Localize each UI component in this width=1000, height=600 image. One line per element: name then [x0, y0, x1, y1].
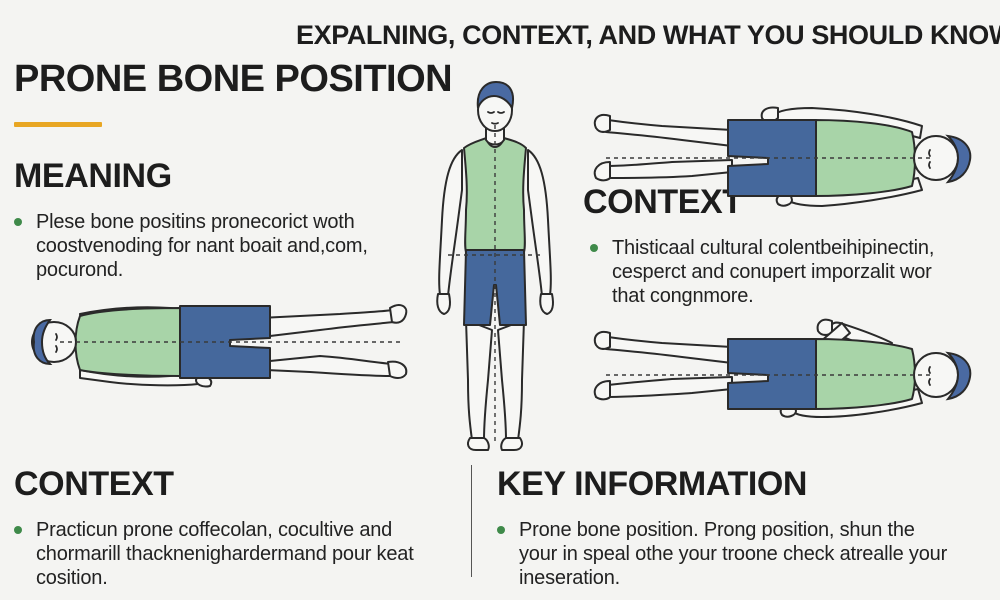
context-bottom-bullet: Practicun prone coffecolan, cocultive an…: [14, 518, 454, 590]
context-right-heading: CONTEXT: [583, 183, 743, 221]
key-information-line-2: your in speal othe your troone check atr…: [519, 543, 948, 565]
page-subtitle: EXPALNING, CONTEXT, AND WHAT YOU SHOULD …: [296, 20, 1000, 50]
lying-person-illustration-left: [31, 304, 408, 388]
key-information-text: Prone bone position. Prong position, shu…: [519, 518, 947, 590]
context-right-line-2: cesperct and conupert imporzalit wor: [612, 261, 932, 283]
context-bottom-line-1: Practicun prone coffecolan, cocultive an…: [36, 519, 393, 541]
key-information-line-1: Prone bone position. Prong position, shu…: [519, 519, 915, 541]
meaning-line-1: Plese bone positins pronecorict woth: [36, 211, 355, 233]
standing-person-illustration: [436, 80, 554, 451]
meaning-text: Plese bone positins pronecorict woth coo…: [36, 210, 368, 282]
key-information-heading: KEY INFORMATION: [497, 465, 808, 503]
lying-person-illustration-top-right: [593, 106, 972, 207]
context-bottom-line-3: cosition.: [36, 567, 108, 589]
meaning-heading: MEANING: [14, 157, 172, 195]
meaning-line-3: pocurond.: [36, 259, 124, 281]
bullet-dot: [497, 526, 505, 534]
key-information-line-3: ineseration.: [519, 567, 620, 589]
context-right-text: Thisticaal cultural colentbeihipinectin,…: [612, 236, 934, 308]
context-right-line-3: that congnmore.: [612, 285, 754, 307]
bullet-dot: [14, 526, 22, 534]
page-title: PRONE BONE POSITION: [14, 58, 453, 100]
bullet-dot: [590, 244, 598, 252]
lying-person-illustration-bottom-right: [593, 318, 972, 418]
context-bottom-heading: CONTEXT: [14, 465, 174, 503]
context-bottom-text: Practicun prone coffecolan, cocultive an…: [36, 518, 414, 590]
context-right-bullet: Thisticaal cultural colentbeihipinectin,…: [590, 236, 990, 308]
accent-underline: [14, 122, 102, 127]
column-divider: [471, 465, 472, 577]
meaning-line-2: coostvenoding for nant boait and,com,: [36, 235, 368, 257]
bullet-dot: [14, 218, 22, 226]
context-bottom-line-2: chormarill thacknenighardermand pour kea…: [36, 543, 414, 565]
context-right-line-1: Thisticaal cultural colentbeihipinectin,: [612, 237, 935, 259]
key-information-bullet: Prone bone position. Prong position, shu…: [497, 518, 987, 590]
meaning-bullet: Plese bone positins pronecorict woth coo…: [14, 210, 414, 282]
